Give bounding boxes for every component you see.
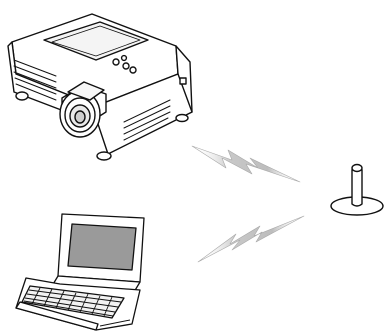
- lightning-bolt-icon: [197, 215, 305, 263]
- laptop-icon: [15, 213, 145, 331]
- projector-icon: [7, 13, 193, 161]
- lightning-bolt-icon: [191, 145, 301, 183]
- antenna-icon: [330, 163, 384, 216]
